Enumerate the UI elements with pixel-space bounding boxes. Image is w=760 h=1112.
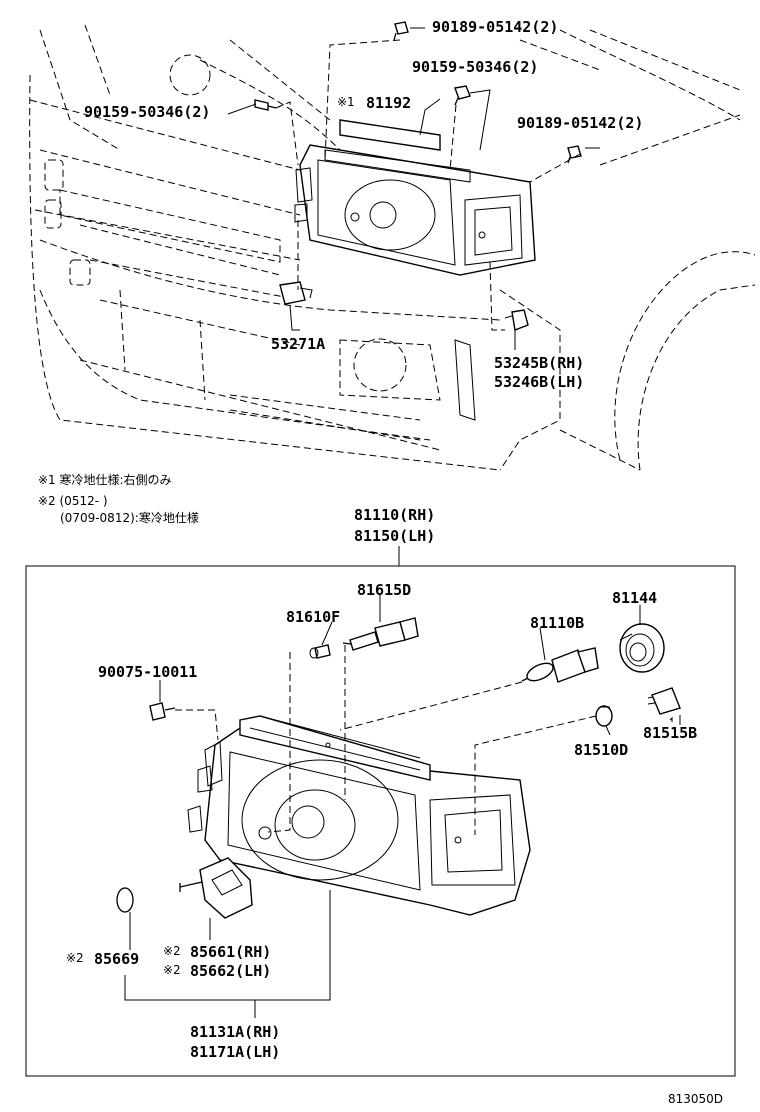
part-label-53271a: 53271A: [271, 335, 325, 353]
assembly-parts-box: [25, 565, 736, 1077]
leader-lines-upper: [227, 27, 600, 350]
part-label-81131a: 81131A(RH): [190, 1023, 280, 1041]
part-label-81615d: 81615D: [357, 581, 411, 599]
part-label-81192: 81192: [366, 94, 411, 112]
bolt-icon: [149, 702, 176, 721]
headlamp-assembly-lower: [187, 715, 531, 916]
bolt-icon: [454, 85, 471, 106]
bolt-icon: [393, 21, 409, 41]
part-label-90189-05142-right: 90189-05142(2): [517, 114, 643, 132]
part-label-81510d: 81510D: [574, 741, 628, 759]
part-label-81515b: 81515B: [643, 724, 697, 742]
note-mark-81192: ※1: [337, 95, 355, 109]
part-label-81171a: 81171A(LH): [190, 1043, 280, 1061]
part-label-90159-50346-left: 90159-50346(2): [84, 103, 210, 121]
part-label-81110: 81110(RH): [354, 506, 435, 524]
part-label-90159-50346-top: 90159-50346(2): [412, 58, 538, 76]
note-mark-85661: ※2: [163, 944, 181, 958]
vehicle-front-outline: [29, 24, 756, 471]
note-cold-region-spec: (0709-0812):寒冷地仕様: [60, 510, 199, 525]
bulb-icon: [309, 644, 331, 659]
bulb-icon: [595, 705, 613, 727]
socket-icon: [647, 687, 681, 715]
part-label-90189-05142-top: 90189-05142(2): [432, 18, 558, 36]
part-label-81610f: 81610F: [286, 608, 340, 626]
o-ring-icon: [116, 887, 134, 913]
clip-icon: [504, 309, 529, 331]
part-label-53245b: 53245B(RH): [494, 354, 584, 372]
motor-icon: [179, 857, 253, 919]
part-label-90075-10011: 90075-10011: [98, 663, 197, 681]
bolt-icon: [254, 99, 277, 111]
note-mark-85662: ※2: [163, 963, 181, 977]
part-label-81110b: 81110B: [530, 614, 584, 632]
bulb-icon: [521, 647, 599, 683]
part-label-81150: 81150(LH): [354, 527, 435, 545]
note-cold-region-rh: ※1 寒冷地仕様:右側のみ: [38, 472, 172, 487]
part-label-85661: 85661(RH): [190, 943, 271, 961]
headlamp-assembly-upper: [294, 119, 536, 276]
part-label-81144: 81144: [612, 589, 657, 607]
leader-lines-lower: [124, 595, 681, 1018]
note-mark-85669: ※2: [66, 951, 84, 965]
note-date-range: ※2 (0512- ): [38, 494, 108, 508]
bulb-icon: [342, 617, 419, 651]
part-label-53246b: 53246B(LH): [494, 373, 584, 391]
part-label-85669: 85669: [94, 950, 139, 968]
socket-icon: [619, 623, 665, 673]
part-label-85662: 85662(LH): [190, 962, 271, 980]
figure-reference-number: 813050D: [668, 1092, 723, 1106]
clip-icon: [279, 281, 313, 305]
